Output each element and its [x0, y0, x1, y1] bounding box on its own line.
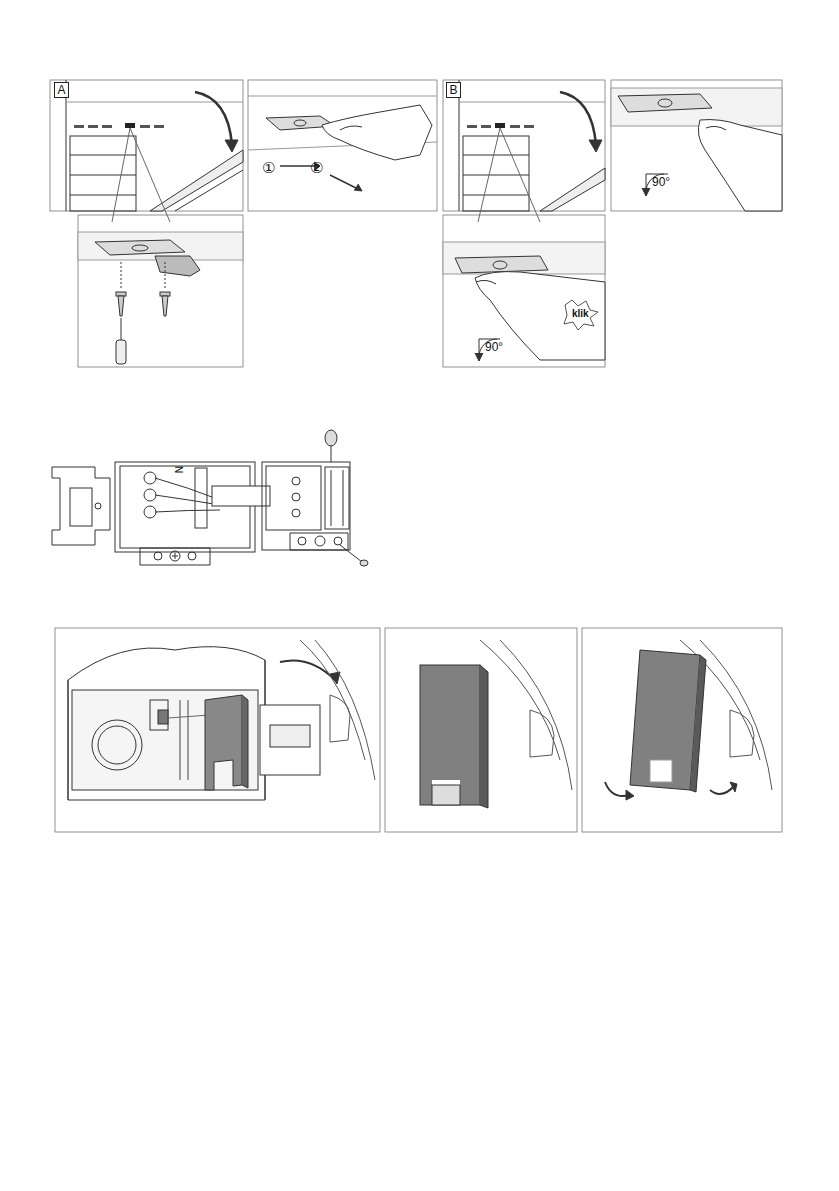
terminal-label: N	[173, 466, 183, 473]
callout-number: ②	[310, 160, 323, 175]
angle-label: 90°	[652, 176, 670, 188]
callout-number: ①	[262, 160, 275, 175]
panel-letter: A	[57, 84, 65, 96]
panel-letter: B	[449, 84, 457, 96]
panel-letter-box: A	[54, 82, 69, 98]
click-label: klik	[572, 309, 589, 319]
angle-label: 90°	[485, 341, 503, 353]
panel-letter-box: B	[446, 82, 461, 98]
